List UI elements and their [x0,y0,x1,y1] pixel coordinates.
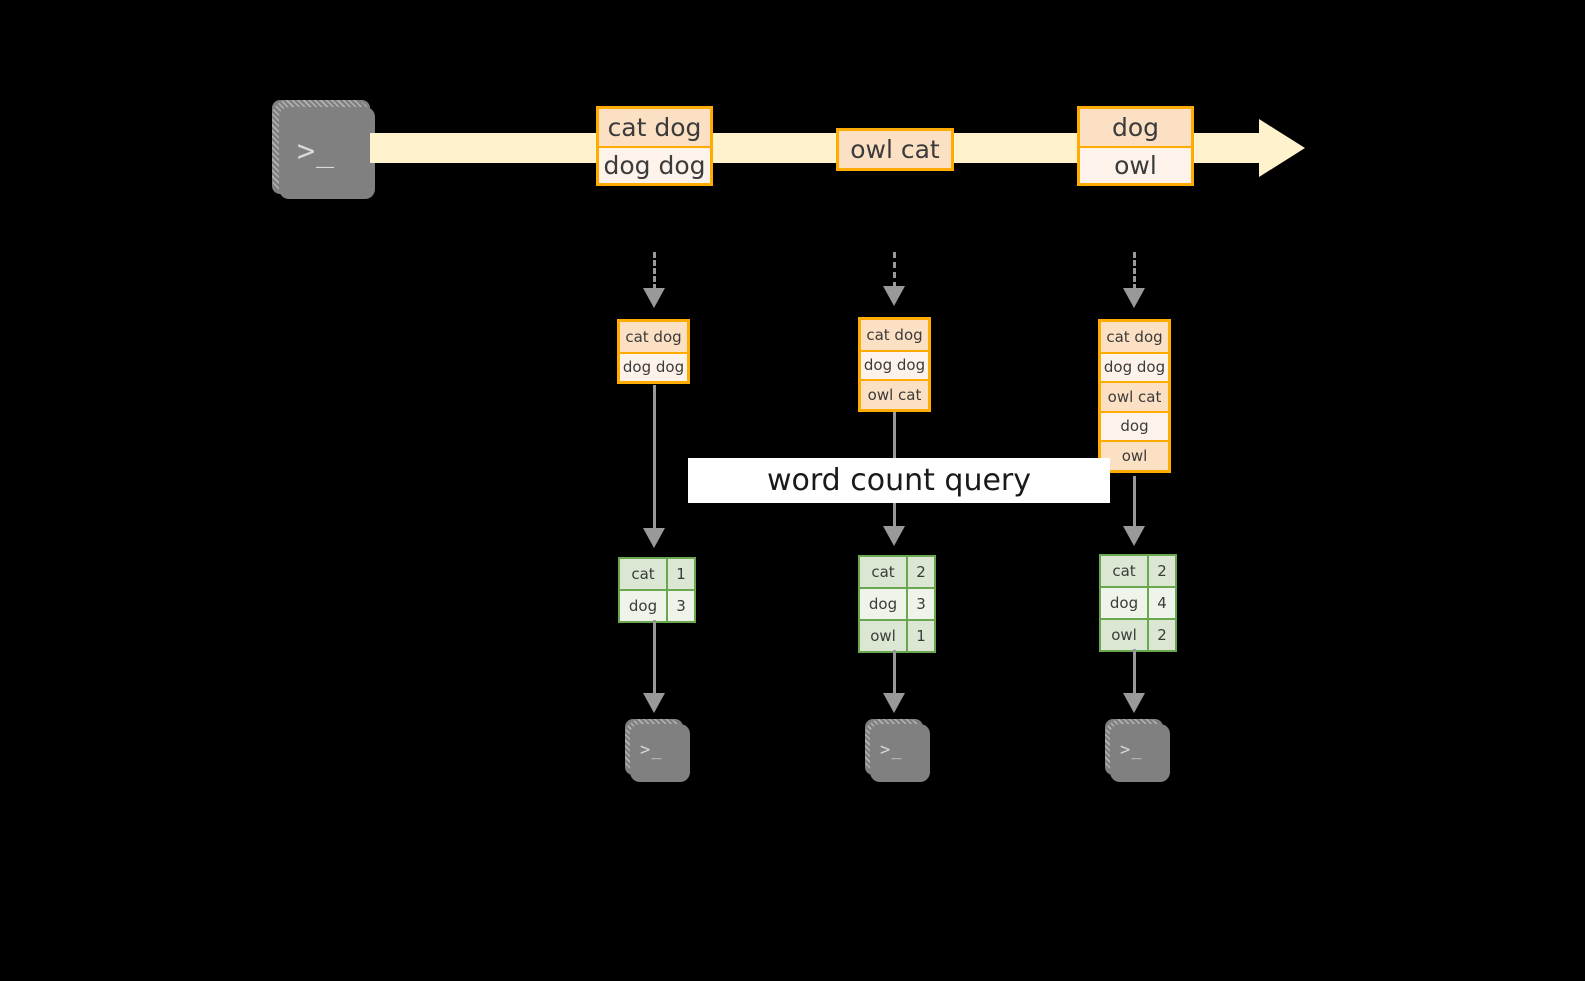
result-to-sink-connector [893,650,896,695]
count-cell: 3 [668,591,694,621]
terminal-body: >_ [630,724,690,782]
batch-row: dog [1101,410,1168,440]
stream-event-2: owl cat [836,128,954,171]
table-row: cat 2 [860,557,934,587]
count-cell: 2 [1149,620,1175,650]
word-cell: dog [860,589,908,619]
table-row: owl 2 [1101,618,1175,650]
sink-terminal-icon-2: >_ [859,713,930,782]
terminal-body: >_ [870,724,930,782]
count-cell: 4 [1149,588,1175,618]
terminal-prompt-glyph: >_ [1120,740,1143,760]
stream-to-batch-connector [1133,252,1136,290]
event-line: owl [1080,146,1191,183]
batch-row: owl cat [1101,381,1168,411]
connector-arrowhead-icon [1123,288,1145,308]
word-cell: owl [860,621,908,651]
word-cell: owl [1101,620,1149,650]
word-cell: cat [1101,556,1149,586]
batch-to-result-connector [1133,476,1136,528]
table-row: cat 1 [620,559,694,589]
batch-row: dog dog [861,349,928,379]
count-cell: 1 [908,621,934,651]
result-table-3: cat 2 dog 4 owl 2 [1099,554,1177,652]
connector-arrowhead-icon [643,288,665,308]
batch-row: cat dog [1101,322,1168,352]
batch-box-2: cat dog dog dog owl cat [858,317,931,412]
event-line: dog dog [599,146,710,183]
count-cell: 2 [1149,556,1175,586]
stream-event-1: cat dog dog dog [596,106,713,186]
count-cell: 3 [908,589,934,619]
stream-to-batch-connector [653,252,656,290]
batch-row: dog dog [620,351,687,381]
connector-arrowhead-icon [883,693,905,713]
terminal-body: >_ [279,107,375,199]
stream-event-3: dog owl [1077,106,1194,186]
connector-arrowhead-icon [883,286,905,306]
batch-row: cat dog [861,320,928,350]
stream-to-batch-connector [893,252,896,288]
table-row: dog 3 [860,587,934,619]
count-cell: 1 [668,559,694,589]
terminal-body: >_ [1110,724,1170,782]
source-terminal-icon: >_ [266,94,376,200]
connector-arrowhead-icon [643,528,665,548]
result-table-1: cat 1 dog 3 [618,557,696,623]
connector-arrowhead-icon [643,693,665,713]
batch-to-result-connector [653,385,656,530]
word-cell: dog [1101,588,1149,618]
count-cell: 2 [908,557,934,587]
event-line: dog [1080,109,1191,146]
table-row: dog 4 [1101,586,1175,618]
batch-row: cat dog [620,322,687,352]
event-line: cat dog [599,109,710,146]
word-cell: cat [620,559,668,589]
terminal-prompt-glyph: >_ [640,740,663,760]
batch-row: dog dog [1101,351,1168,381]
word-cell: dog [620,591,668,621]
batch-box-1: cat dog dog dog [617,319,690,384]
query-label-text: word count query [766,463,1032,498]
result-to-sink-connector [653,620,656,695]
sink-terminal-icon-1: >_ [619,713,690,782]
batch-box-3: cat dog dog dog owl cat dog owl [1098,319,1171,473]
table-row: owl 1 [860,619,934,651]
batch-row: owl cat [861,379,928,409]
result-to-sink-connector [1133,649,1136,695]
connector-arrowhead-icon [1123,693,1145,713]
stream-arrowhead-icon [1259,119,1305,177]
batch-row: owl [1101,440,1168,470]
table-row: dog 3 [620,589,694,621]
event-line: owl cat [839,131,951,168]
terminal-prompt-glyph: >_ [880,740,903,760]
result-table-2: cat 2 dog 3 owl 1 [858,555,936,653]
table-row: cat 2 [1101,556,1175,586]
connector-arrowhead-icon [1123,526,1145,546]
query-label-band: word count query [688,458,1110,503]
connector-arrowhead-icon [883,526,905,546]
word-cell: cat [860,557,908,587]
terminal-prompt-glyph: >_ [297,134,336,169]
sink-terminal-icon-3: >_ [1099,713,1170,782]
